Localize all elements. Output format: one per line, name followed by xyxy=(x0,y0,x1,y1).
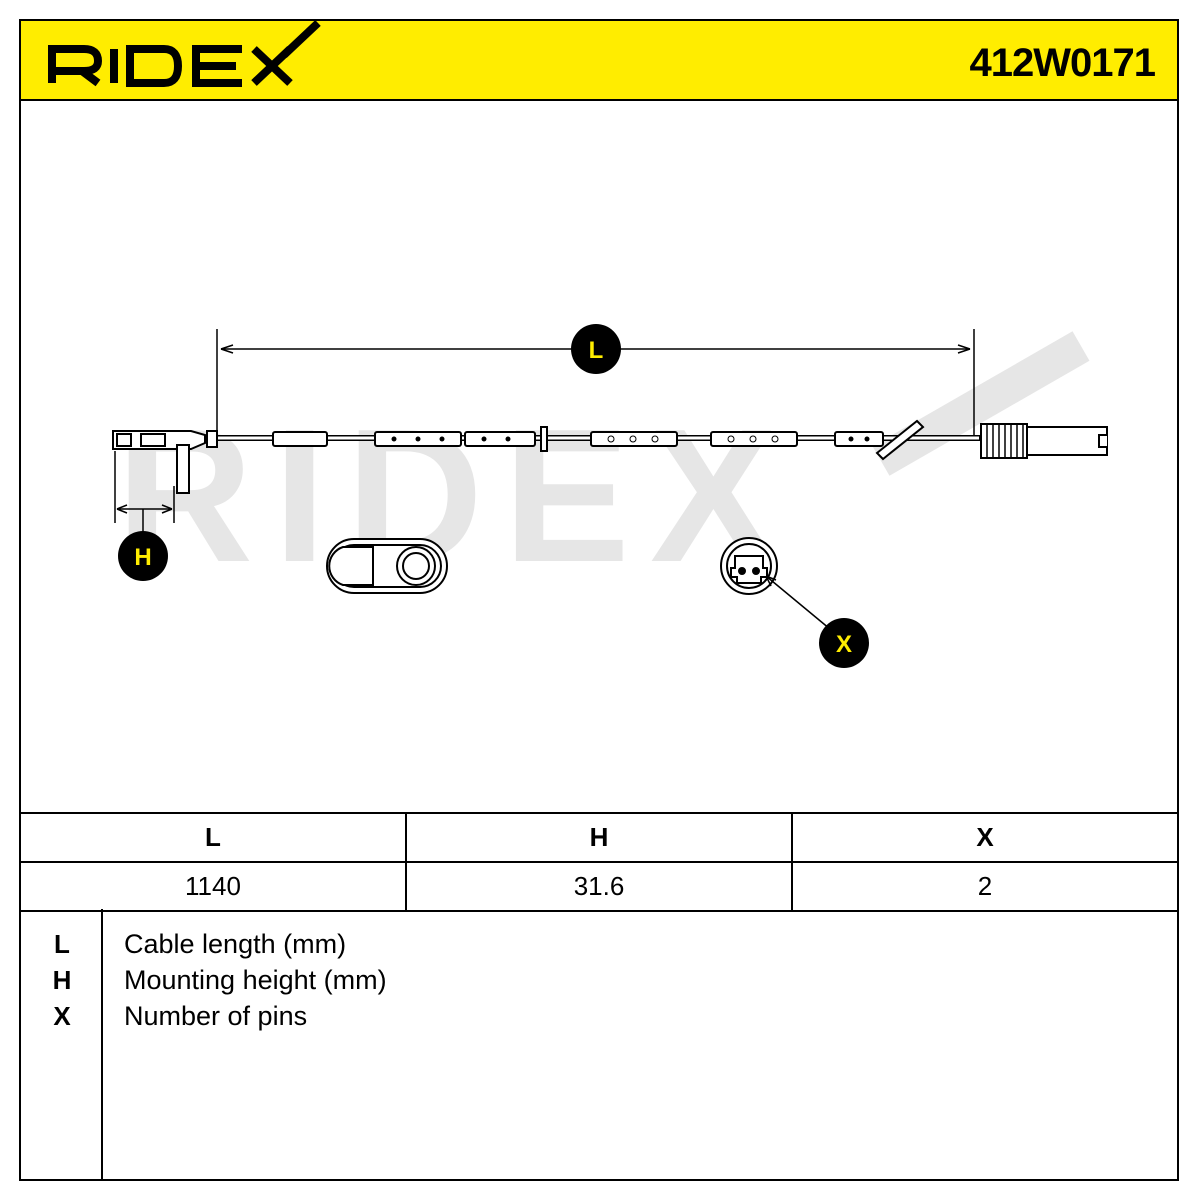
legend-key: H xyxy=(52,965,72,995)
length-marker: L xyxy=(571,324,621,374)
spec-table-header-row: L H X xyxy=(19,812,1179,863)
legend: L Cable length (mm) H Mounting height (m… xyxy=(19,909,1179,1181)
connector-plug xyxy=(980,423,1108,459)
sensor-top-view xyxy=(326,538,448,594)
legend-text: Cable length (mm) xyxy=(124,929,347,959)
svg-text:X: X xyxy=(836,631,852,658)
part-number: 412W0171 xyxy=(969,41,1156,85)
header-h: H xyxy=(405,812,793,863)
ridex-logo xyxy=(48,21,321,87)
sensor-head xyxy=(112,430,218,494)
spec-table: L H X 1140 31.6 2 xyxy=(19,812,1179,912)
legend-item: H Mounting height (mm) xyxy=(19,965,1179,1001)
legend-key: X xyxy=(53,1001,71,1031)
connector-face xyxy=(720,537,778,595)
cable-clip-marks xyxy=(391,435,870,443)
header-l: L xyxy=(19,812,407,863)
header-bar: 412W0171 xyxy=(19,19,1179,101)
value-h: 31.6 xyxy=(405,861,793,912)
svg-text:L: L xyxy=(589,337,604,364)
height-marker: H xyxy=(118,531,168,581)
legend-text: Mounting height (mm) xyxy=(124,965,387,995)
pins-leader xyxy=(765,575,837,635)
value-x: 2 xyxy=(791,861,1179,912)
legend-item: X Number of pins xyxy=(19,1001,1179,1037)
sensor-drawing: RIDEX L xyxy=(112,324,1108,668)
legend-item: L Cable length (mm) xyxy=(19,929,1179,965)
spec-table-value-row: 1140 31.6 2 xyxy=(19,861,1179,912)
legend-key: L xyxy=(54,929,70,959)
svg-text:H: H xyxy=(134,544,151,571)
value-l: 1140 xyxy=(19,861,407,912)
legend-text: Number of pins xyxy=(124,1001,308,1031)
connector-ribs xyxy=(986,424,1024,458)
header-x: X xyxy=(791,812,1179,863)
legend-divider xyxy=(101,909,103,1181)
height-dimension xyxy=(114,451,175,533)
pins-marker: X xyxy=(819,618,869,668)
watermark-text: RIDEX xyxy=(116,390,797,602)
watermark-slash xyxy=(872,331,1090,476)
